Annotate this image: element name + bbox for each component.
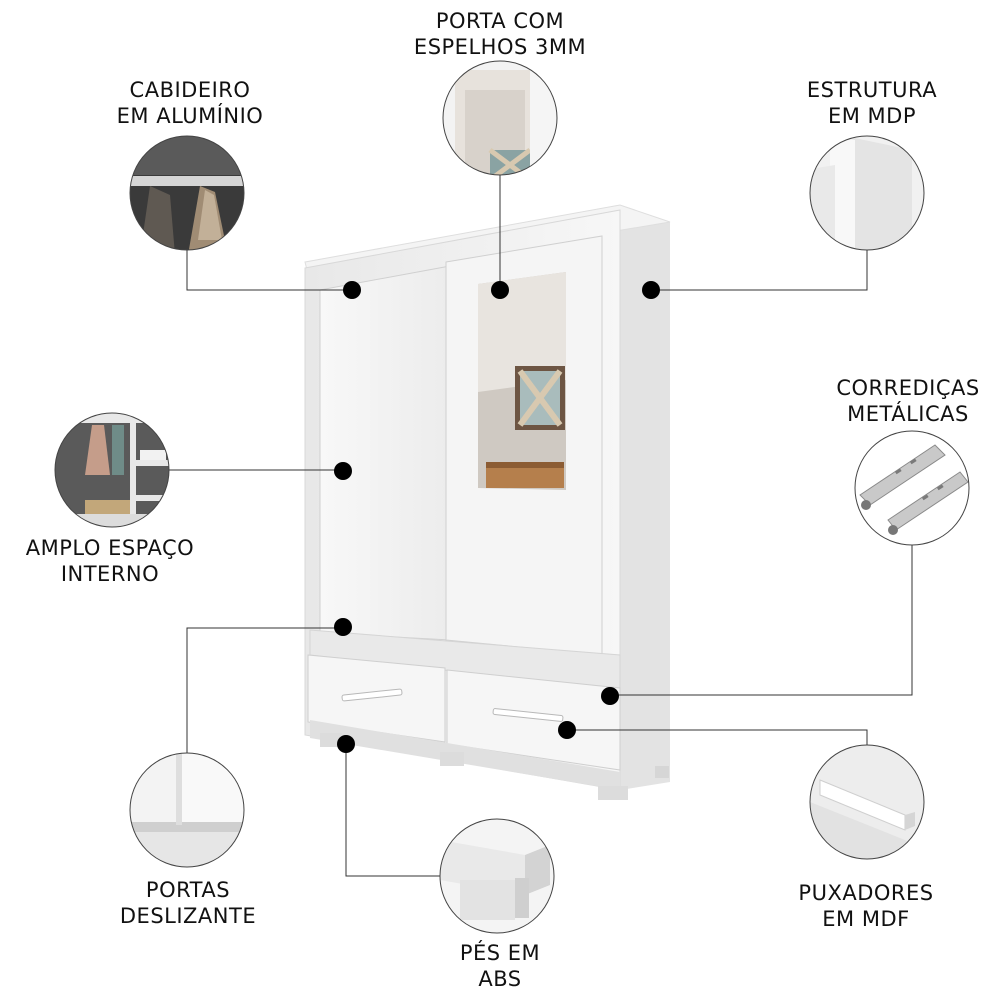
right-drawer [446,669,621,771]
marker-door [334,618,352,636]
marker-slides [601,687,619,705]
abs-feet-detail [439,818,555,934]
marker-mirror [491,281,509,299]
mirror-door-detail [442,60,558,176]
mdp-edge-detail [809,135,925,251]
handle-detail [809,744,925,860]
marker-feet [337,735,355,753]
left-drawer [307,654,446,743]
left-sliding-door [319,265,451,641]
marker-interior [334,462,352,480]
interior-space-detail [54,412,170,528]
leader-lines [169,175,913,877]
hanging-rod-detail [129,135,245,251]
door-mirror [478,272,566,490]
wardrobe [304,204,671,800]
marker-rod [343,281,361,299]
markers [334,281,660,753]
metal-slides-detail [854,430,970,546]
marker-structure [642,281,660,299]
marker-handle [558,721,576,739]
sliding-door-detail [129,752,245,868]
